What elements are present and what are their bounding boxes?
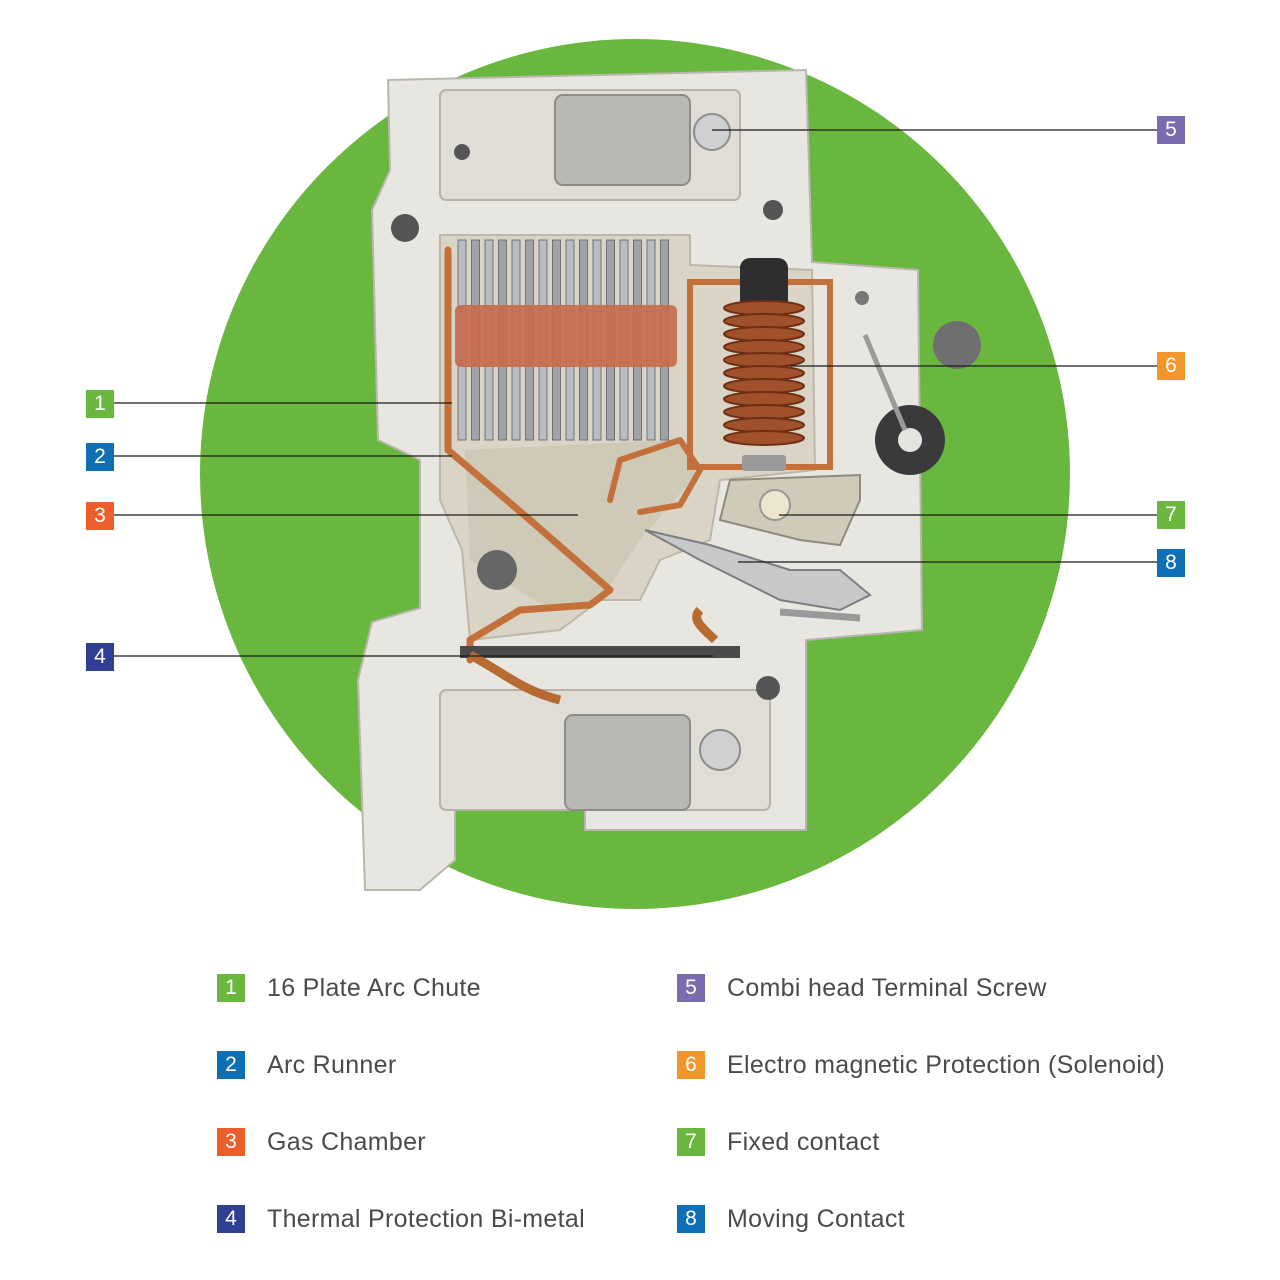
legend-item-8: 8 Moving Contact (677, 1204, 905, 1234)
legend-badge-3: 3 (217, 1128, 245, 1156)
solenoid-coil-turn (723, 417, 805, 433)
legend-badge-1: 1 (217, 974, 245, 1002)
legend-badge-5: 5 (677, 974, 705, 1002)
legend-item-6: 6 Electro magnetic Protection (Solenoid) (677, 1050, 1165, 1080)
breaker-illustration (113, 39, 1157, 909)
solenoid-coil-turn (723, 378, 805, 394)
arc-chute-band (455, 305, 677, 367)
callout-badge-2: 2 (86, 443, 114, 471)
solenoid-coil-turn (723, 339, 805, 355)
legend-label-5: Combi head Terminal Screw (727, 973, 1047, 1002)
breaker-diagram: 1 2 3 4 5 6 7 8 (86, 39, 1185, 909)
legend-item-4: 4 Thermal Protection Bi-metal (217, 1204, 585, 1234)
arc-runner (444, 246, 614, 664)
callout-badge-8: 8 (1157, 549, 1185, 577)
leader-lines (113, 129, 1157, 657)
legend-label-8: Moving Contact (727, 1204, 905, 1233)
legend: 1 16 Plate Arc Chute 2 Arc Runner 3 Gas … (0, 960, 1280, 1260)
solenoid-coil-turn (723, 352, 805, 368)
legend-label-2: Arc Runner (267, 1050, 397, 1079)
legend-item-1: 1 16 Plate Arc Chute (217, 973, 481, 1003)
callout-badge-4: 4 (86, 643, 114, 671)
legend-badge-7: 7 (677, 1128, 705, 1156)
callout-badge-1: 1 (86, 390, 114, 418)
solenoid-coil-turn (723, 326, 805, 342)
solenoid-coil-turn (723, 300, 805, 316)
legend-item-3: 3 Gas Chamber (217, 1127, 426, 1157)
solenoid-coil-turn (723, 404, 805, 420)
bimetal-strip (460, 606, 740, 705)
legend-badge-6: 6 (677, 1051, 705, 1079)
legend-label-6: Electro magnetic Protection (Solenoid) (727, 1050, 1165, 1079)
callout-badge-3: 3 (86, 502, 114, 530)
legend-label-1: 16 Plate Arc Chute (267, 973, 481, 1002)
legend-badge-2: 2 (217, 1051, 245, 1079)
solenoid-coil-turn (723, 313, 805, 329)
callout-badge-6: 6 (1157, 352, 1185, 380)
solenoid-coil-turn (723, 430, 805, 446)
legend-item-5: 5 Combi head Terminal Screw (677, 973, 1047, 1003)
legend-item-7: 7 Fixed contact (677, 1127, 880, 1157)
callout-badge-7: 7 (1157, 501, 1185, 529)
solenoid (687, 258, 833, 471)
solenoid-coil-turn (723, 365, 805, 381)
legend-label-7: Fixed contact (727, 1127, 880, 1156)
callout-badge-5: 5 (1157, 116, 1185, 144)
legend-badge-8: 8 (677, 1205, 705, 1233)
legend-badge-4: 4 (217, 1205, 245, 1233)
solenoid-coil-turn (723, 391, 805, 407)
legend-item-2: 2 Arc Runner (217, 1050, 396, 1080)
legend-label-3: Gas Chamber (267, 1127, 426, 1156)
legend-label-4: Thermal Protection Bi-metal (267, 1204, 585, 1233)
trip-mechanism (644, 321, 981, 622)
